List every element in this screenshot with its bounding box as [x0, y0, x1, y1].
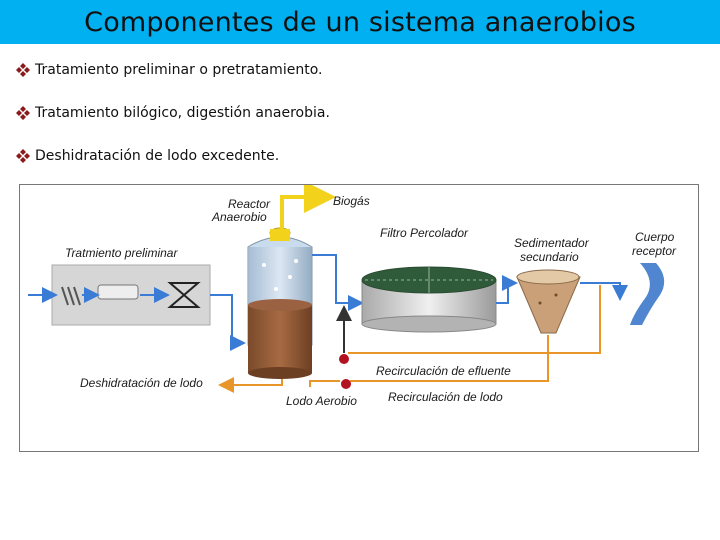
bullet-item: Tratamiento preliminar o pretratamiento. [15, 62, 322, 78]
bullet-text: Deshidratación de lodo excedente. [35, 148, 280, 164]
label-aerobic-sludge: Lodo Aerobio [286, 394, 357, 408]
bullet-text: Tratamiento preliminar o pretratamiento. [35, 62, 323, 78]
label-reactor-1: Reactor [228, 197, 271, 211]
label-pretreatment: Tratmiento preliminar [65, 246, 178, 260]
label-filter: Filtro Percolador [380, 226, 469, 240]
bullet-text: Tratamiento bilógico, digestión anaerobi… [35, 105, 330, 121]
receiving-body-river [630, 263, 665, 325]
bullet-item: Deshidratación de lodo excedente. [15, 148, 279, 164]
pretreatment-unit [51, 264, 211, 326]
label-reactor-2: Anaerobio [211, 210, 267, 224]
label-clarifier-1: Sedimentador [514, 236, 590, 250]
label-clarifier-2: secundario [520, 250, 579, 264]
title-bar: Componentes de un sistema anaerobios [0, 0, 720, 44]
label-biogas: Biogás [333, 194, 370, 208]
anaerobic-reactor [247, 227, 313, 379]
trickling-filter [361, 266, 497, 333]
pump-icon [339, 354, 349, 364]
diamond-bullet-icon [16, 149, 30, 163]
sludge-pump-icon [341, 379, 351, 389]
diamond-bullet-icon [16, 63, 30, 77]
label-receiving-2: receptor [632, 244, 677, 258]
bullet-item: Tratamiento bilógico, digestión anaerobi… [15, 105, 330, 121]
label-receiving-1: Cuerpo [635, 230, 675, 244]
label-effluent-recirculation: Recirculación de efluente [376, 364, 511, 378]
process-diagram: Tratmiento preliminar Reactor Anaerobio … [19, 184, 699, 452]
label-dewatering: Deshidratación de lodo [80, 376, 203, 390]
label-sludge-recirculation: Recirculación de lodo [388, 390, 503, 404]
diamond-bullet-icon [16, 106, 30, 120]
secondary-clarifier [516, 269, 581, 334]
process-diagram-svg: Tratmiento preliminar Reactor Anaerobio … [28, 185, 677, 408]
page-title: Componentes de un sistema anaerobios [84, 6, 636, 38]
